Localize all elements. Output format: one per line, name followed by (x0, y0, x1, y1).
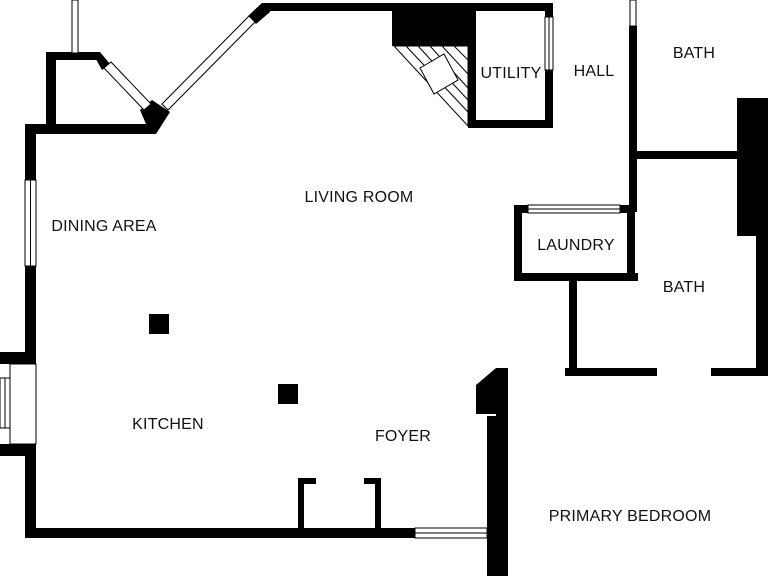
column-kitchen (278, 384, 298, 404)
wall-closet-left-cap (298, 478, 316, 484)
wall-closet-right-cap (364, 478, 381, 484)
wall-utility-right (545, 70, 553, 128)
wall-bedroom-left (496, 368, 508, 576)
wall-bedroom-top-right (711, 368, 768, 376)
wall-laundry-top-right (620, 205, 635, 213)
stairs (392, 45, 469, 128)
stair-landing (419, 53, 459, 95)
window-kitchen-frame (9, 363, 37, 445)
label-primary-bedroom: PRIMARY BEDROOM (549, 508, 711, 525)
wall-bedroom-top-left (565, 368, 657, 376)
wall-top (262, 3, 552, 11)
wall-bottom-left (25, 528, 415, 538)
wall-bay-left (46, 52, 56, 130)
wall-top-left-corner (248, 3, 270, 24)
wall-bath-left (569, 273, 577, 376)
label-laundry: LAUNDRY (537, 237, 615, 254)
wall-bay-corner (92, 52, 110, 70)
wall-upper-left (25, 124, 150, 134)
fireplace-block (392, 8, 470, 46)
window-bay-diagonal-right (161, 15, 256, 111)
label-foyer: FOYER (375, 428, 431, 445)
wall-bath-divider (629, 151, 739, 159)
wall-left-middle (25, 266, 36, 354)
window-hall-top (629, 0, 637, 27)
wall-foyer-right (487, 416, 496, 576)
wall-left-upper (25, 124, 36, 180)
wall-laundry-top-left (514, 205, 528, 213)
wall-utility-right-top (545, 3, 553, 17)
wall-left-lower (25, 444, 36, 538)
wall-hall-right (629, 26, 637, 212)
window-bay-diagonal-left (103, 61, 152, 111)
wall-laundry-right (627, 205, 635, 281)
wall-right-lower (756, 236, 768, 376)
label-kitchen: KITCHEN (132, 416, 204, 433)
wall-closet-right-post (375, 478, 381, 534)
wall-left-notch (0, 352, 36, 364)
label-dining-area: DINING AREA (51, 218, 156, 235)
wall-foyer-jamb (476, 368, 508, 414)
label-bath-top: BATH (673, 45, 715, 62)
room-labels: UTILITY HALL BATH LIVING ROOM DINING ARE… (51, 45, 715, 525)
wall-laundry-left (514, 205, 522, 281)
wall-bay-top (46, 52, 98, 60)
window-top-left-vertical (71, 0, 79, 54)
wall-utility-left (468, 10, 476, 128)
wall-utility-bottom (468, 120, 553, 128)
label-hall: HALL (574, 63, 615, 80)
label-utility: UTILITY (481, 65, 542, 82)
label-living-room: LIVING ROOM (305, 189, 414, 206)
wall-right-block (737, 98, 768, 236)
walls (0, 3, 768, 576)
label-bath-middle: BATH (663, 279, 705, 296)
windows (0, 0, 637, 539)
column-dining (149, 314, 169, 334)
wall-closet-left-post (298, 478, 304, 534)
